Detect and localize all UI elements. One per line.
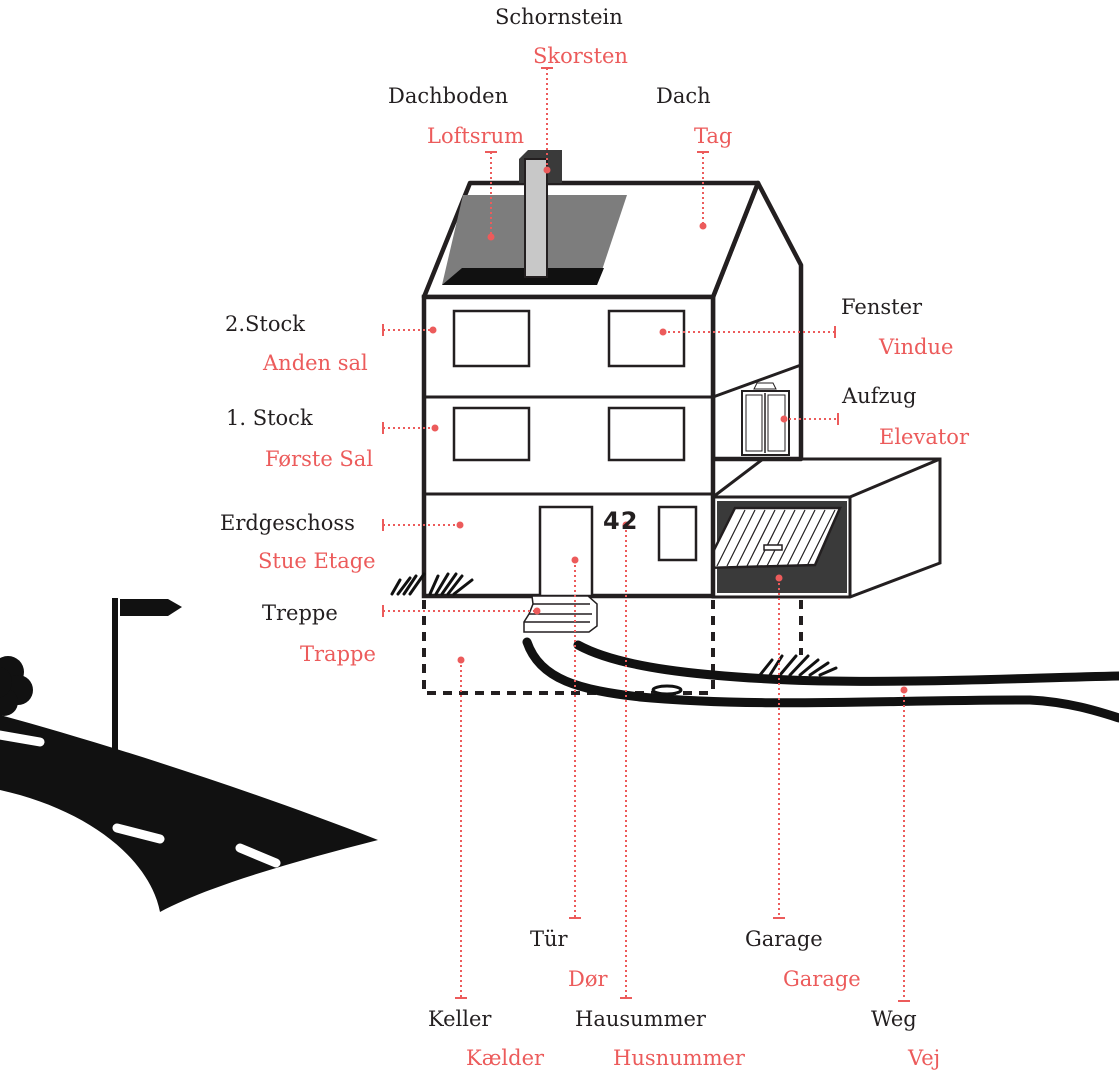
label-garage-de: Garage	[745, 927, 823, 951]
window-1st-left	[452, 406, 531, 462]
path-icon	[522, 637, 1119, 723]
label-1stock-de: 1. Stock	[226, 406, 313, 430]
label-dachboden-de: Dachboden	[388, 84, 509, 108]
label-dachboden-da: Loftsrum	[427, 124, 525, 148]
elevator-icon	[741, 382, 790, 456]
label-tuer-de: Tür	[530, 927, 568, 951]
window-ground	[657, 505, 698, 562]
label-weg-da: Vej	[908, 1046, 941, 1070]
stairs-icon	[523, 595, 598, 633]
tree-icon	[0, 656, 33, 716]
label-fenster-da: Vindue	[879, 335, 954, 359]
label-schornstein-da: Skorsten	[533, 44, 628, 68]
label-keller-da: Kælder	[466, 1046, 545, 1070]
label-schornstein-de: Schornstein	[495, 5, 623, 29]
chimney-icon	[519, 150, 562, 278]
label-fenster-de: Fenster	[841, 295, 923, 319]
label-aufzug-da: Elevator	[879, 425, 969, 449]
label-hausnummer-de: Hausummer	[575, 1007, 706, 1031]
signpost-icon	[112, 598, 182, 753]
label-dach-de: Dach	[656, 84, 711, 108]
leader-endcaps	[382, 67, 910, 1002]
label-1stock-da: Første Sal	[265, 447, 374, 471]
label-erdgeschoss-da: Stue Etage	[258, 549, 376, 573]
label-2stock-da: Anden sal	[263, 351, 368, 375]
house-number: 42	[603, 507, 639, 535]
label-keller-de: Keller	[428, 1007, 492, 1031]
window-2nd-right	[607, 309, 686, 368]
label-erdgeschoss-de: Erdgeschoss	[220, 511, 355, 535]
label-treppe-de: Treppe	[262, 601, 338, 625]
label-aufzug-de: Aufzug	[842, 384, 917, 408]
label-2stock-de: 2.Stock	[225, 312, 305, 336]
window-1st-right	[607, 406, 686, 462]
label-garage-da: Garage	[783, 967, 861, 991]
label-hausnummer-da: Husnummer	[613, 1046, 745, 1070]
leader-lines	[383, 68, 905, 1001]
road-icon	[0, 715, 378, 912]
leader-dots	[429, 166, 908, 694]
label-tuer-da: Dør	[568, 967, 608, 991]
label-treppe-da: Trappe	[300, 642, 376, 666]
label-dach-da: Tag	[694, 124, 733, 148]
front-door	[538, 505, 594, 598]
window-2nd-left	[452, 309, 531, 368]
label-weg-de: Weg	[871, 1007, 917, 1031]
garage-icon	[702, 457, 942, 599]
